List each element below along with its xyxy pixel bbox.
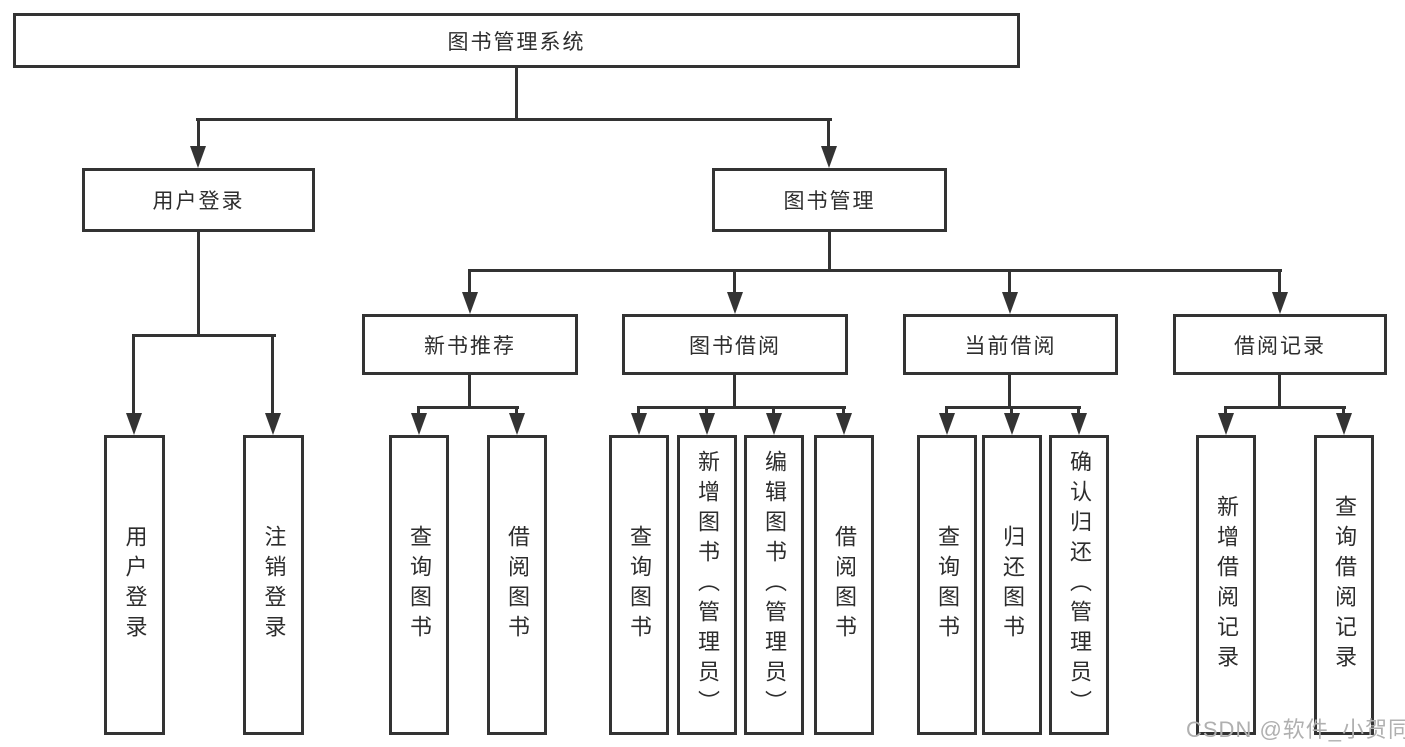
arrow-bb-edit [766,413,782,435]
node-leaf-br-query-label: 查询借阅记录 [1332,495,1357,675]
node-leaf-cb-confirm-label: 确认归还（管理员） [1067,450,1092,720]
node-book-borrow: 图书借阅 [622,314,848,375]
node-user-login: 用户登录 [82,168,315,232]
arrow-user-login [190,146,206,168]
node-leaf-bb-edit: 编辑图书（管理员） [744,435,804,735]
connector-root-bus [196,118,832,121]
connector-new-book-rec-stem [468,375,471,409]
connector-drop-bb-borrow [842,406,845,413]
connector-drop-leaf-logout [271,334,274,413]
node-leaf-user-login-label: 用户登录 [122,525,148,645]
arrow-cb-return [1004,413,1020,435]
node-leaf-bb-query-label: 查询图书 [627,525,652,645]
node-leaf-bb-borrow-label: 借阅图书 [832,525,857,645]
arrow-new-book-rec [462,292,478,314]
node-leaf-nb-query: 查询图书 [389,435,449,735]
connector-borrow-records-stem [1278,375,1281,409]
node-leaf-cb-return: 归还图书 [982,435,1042,735]
arrow-book-mgmt [821,146,837,168]
arrow-bb-query [631,413,647,435]
arrow-bb-add [699,413,715,435]
node-leaf-bb-borrow: 借阅图书 [814,435,874,735]
arrow-leaf-user-login [126,413,142,435]
connector-user-login-bus [132,334,276,337]
node-leaf-cb-query-label: 查询图书 [935,525,960,645]
node-borrow-records: 借阅记录 [1173,314,1387,375]
node-current-borrow-label: 当前借阅 [964,334,1057,358]
node-library-system-label: 图书管理系统 [447,30,586,54]
connector-drop-book-mgmt [827,118,830,146]
connector-book-borrow-stem [733,375,736,409]
node-leaf-logout: 注销登录 [243,435,304,735]
connector-drop-br-query [1342,406,1345,413]
connector-borrow-records-bus [1224,406,1346,409]
node-leaf-bb-add: 新增图书（管理员） [677,435,737,735]
node-borrow-records-label: 借阅记录 [1234,334,1326,358]
node-user-login-label: 用户登录 [152,190,245,213]
connector-current-borrow-bus [945,406,1081,409]
node-leaf-bb-query: 查询图书 [609,435,669,735]
arrow-leaf-logout [265,413,281,435]
node-current-borrow: 当前借阅 [903,314,1118,375]
arrow-cb-confirm [1071,413,1087,435]
node-leaf-nb-query-label: 查询图书 [407,525,432,645]
node-leaf-br-query: 查询借阅记录 [1314,435,1374,735]
arrow-current-borrow [1002,292,1018,314]
node-leaf-bb-edit-label: 编辑图书（管理员） [762,450,787,720]
arrow-book-borrow [727,292,743,314]
connector-current-borrow-stem [1008,375,1011,409]
node-leaf-cb-return-label: 归还图书 [1000,525,1025,645]
node-library-system: 图书管理系统 [13,13,1020,68]
arrow-nb-query [411,413,427,435]
node-leaf-bb-add-label: 新增图书（管理员） [695,450,720,720]
connector-new-book-rec-bus [417,406,519,409]
connector-drop-nb-borrow [515,406,518,413]
arrow-cb-query [939,413,955,435]
connector-drop-nb-query [417,406,420,413]
node-new-book-rec-label: 新书推荐 [424,334,516,358]
connector-drop-user-login [197,118,200,146]
node-book-mgmt-label: 图书管理 [783,190,876,213]
arrow-br-add [1218,413,1234,435]
connector-drop-book-borrow [733,269,736,292]
connector-drop-borrow-records [1278,269,1281,292]
node-new-book-rec: 新书推荐 [362,314,578,375]
node-book-borrow-label: 图书借阅 [689,334,781,358]
node-leaf-user-login: 用户登录 [104,435,165,735]
arrow-nb-borrow [509,413,525,435]
arrow-br-query [1336,413,1352,435]
connector-drop-cb-return [1010,406,1013,413]
node-leaf-br-add: 新增借阅记录 [1196,435,1256,735]
connector-drop-leaf-user-login [132,334,135,413]
node-book-mgmt: 图书管理 [712,168,947,232]
arrow-borrow-records [1272,292,1288,314]
connector-book-borrow-bus [637,406,846,409]
connector-book-mgmt-bus [468,269,1282,272]
watermark-text: CSDN @软件_小贺同学 [1186,717,1405,742]
connector-drop-bb-query [637,406,640,413]
connector-drop-new-book-rec [468,269,471,292]
node-leaf-cb-query: 查询图书 [917,435,977,735]
arrow-bb-borrow [836,413,852,435]
connector-user-login-stem [197,232,200,337]
connector-drop-cb-confirm [1077,406,1080,413]
connector-book-mgmt-stem [828,232,831,272]
connector-root-stem [515,68,518,118]
connector-drop-bb-edit [772,406,775,413]
node-leaf-cb-confirm: 确认归还（管理员） [1049,435,1109,735]
node-leaf-br-add-label: 新增借阅记录 [1214,495,1239,675]
node-leaf-nb-borrow: 借阅图书 [487,435,547,735]
connector-drop-br-add [1224,406,1227,413]
connector-drop-current-borrow [1008,269,1011,292]
connector-drop-bb-add [705,406,708,413]
node-leaf-logout-label: 注销登录 [261,525,287,645]
node-leaf-nb-borrow-label: 借阅图书 [505,525,530,645]
connector-drop-cb-query [945,406,948,413]
